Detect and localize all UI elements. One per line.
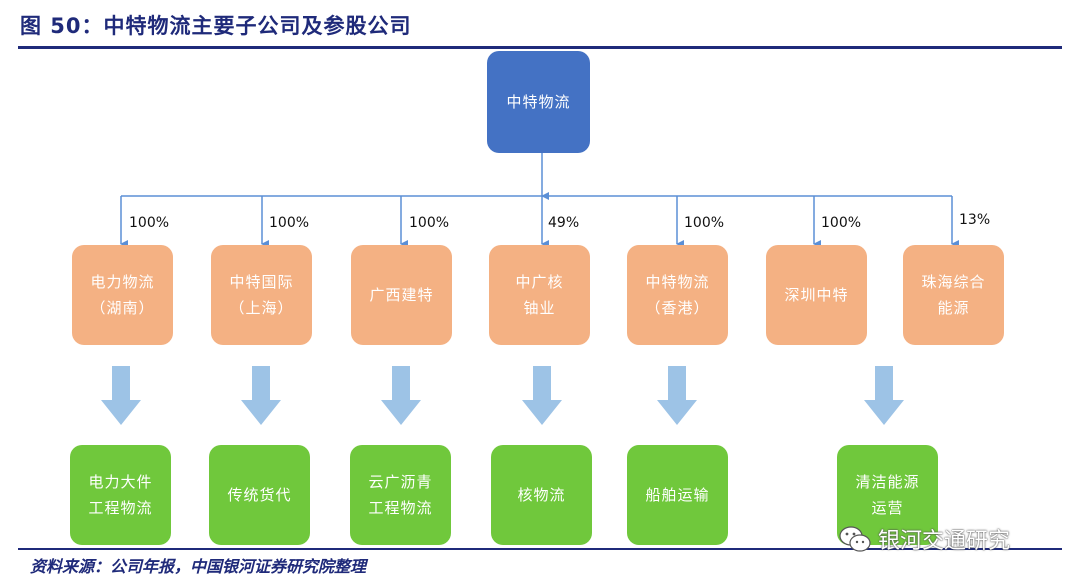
node-label: 中特国际 [229, 273, 294, 291]
ownership-pct: 49% [548, 215, 580, 231]
business-node: 电力大件 工程物流 [70, 445, 171, 545]
subsidiary-node: 广西建特 [351, 245, 452, 345]
node-label: 中广核 [515, 273, 564, 291]
node-label: 深圳中特 [784, 286, 849, 304]
node-label: 电力物流 [90, 273, 155, 291]
business-node: 传统货代 [209, 445, 310, 545]
ownership-pct: 100% [269, 215, 310, 231]
node-label: 珠海综合 [921, 273, 986, 291]
down-arrow [864, 366, 904, 425]
subsidiary-node: 珠海综合 能源 [903, 245, 1004, 345]
node-label: 中特物流 [506, 93, 571, 111]
wechat-icon [839, 526, 871, 552]
watermark-text: 银河交通研究 [878, 529, 1011, 554]
subsidiary-node: 深圳中特 [766, 245, 867, 345]
node-label: 中特物流 [645, 273, 710, 291]
ownership-pct: 100% [409, 215, 450, 231]
watermark: 银河交通研究 [838, 522, 1010, 556]
footer-rule [18, 548, 1062, 550]
down-arrow [657, 366, 697, 425]
node-label: （上海） [229, 299, 294, 317]
node-label: 清洁能源 [855, 473, 920, 491]
node-label: 船舶运输 [645, 486, 710, 504]
ownership-pct: 100% [684, 215, 725, 231]
business-node: 核物流 [491, 445, 592, 545]
business-node: 船舶运输 [627, 445, 728, 545]
title-rule [18, 46, 1062, 49]
node-label: 能源 [937, 299, 970, 317]
figure-title: 图 50：中特物流主要子公司及参股公司 [20, 14, 412, 38]
root-company-node: 中特物流 [487, 51, 590, 153]
node-label: 运营 [871, 499, 904, 517]
node-label: 云广沥青 [368, 473, 433, 491]
down-arrow [101, 366, 141, 425]
source-note: 资料来源：公司年报，中国银河证券研究院整理 [30, 557, 367, 576]
node-label: 电力大件 [88, 473, 153, 491]
node-label: 铀业 [523, 299, 556, 317]
subsidiary-node: 中特物流 （香港） [627, 245, 728, 345]
node-label: 传统货代 [227, 486, 292, 504]
business-node: 云广沥青 工程物流 [350, 445, 451, 545]
node-label: （香港） [645, 299, 710, 317]
subsidiary-node: 电力物流 （湖南） [72, 245, 173, 345]
ownership-pct: 13% [959, 212, 991, 228]
down-arrow [522, 366, 562, 425]
ownership-pct: 100% [821, 215, 862, 231]
subsidiary-node: 中特国际 （上海） [211, 245, 312, 345]
down-arrow [381, 366, 421, 425]
subsidiary-node: 中广核 铀业 [489, 245, 590, 345]
down-arrow [241, 366, 281, 425]
node-label: 工程物流 [368, 499, 433, 517]
node-label: 工程物流 [88, 499, 153, 517]
node-label: 核物流 [517, 486, 566, 504]
business-node: 清洁能源 运营 [837, 445, 938, 545]
ownership-pct: 100% [129, 215, 170, 231]
node-label: 广西建特 [369, 286, 434, 304]
node-label: （湖南） [90, 299, 155, 317]
